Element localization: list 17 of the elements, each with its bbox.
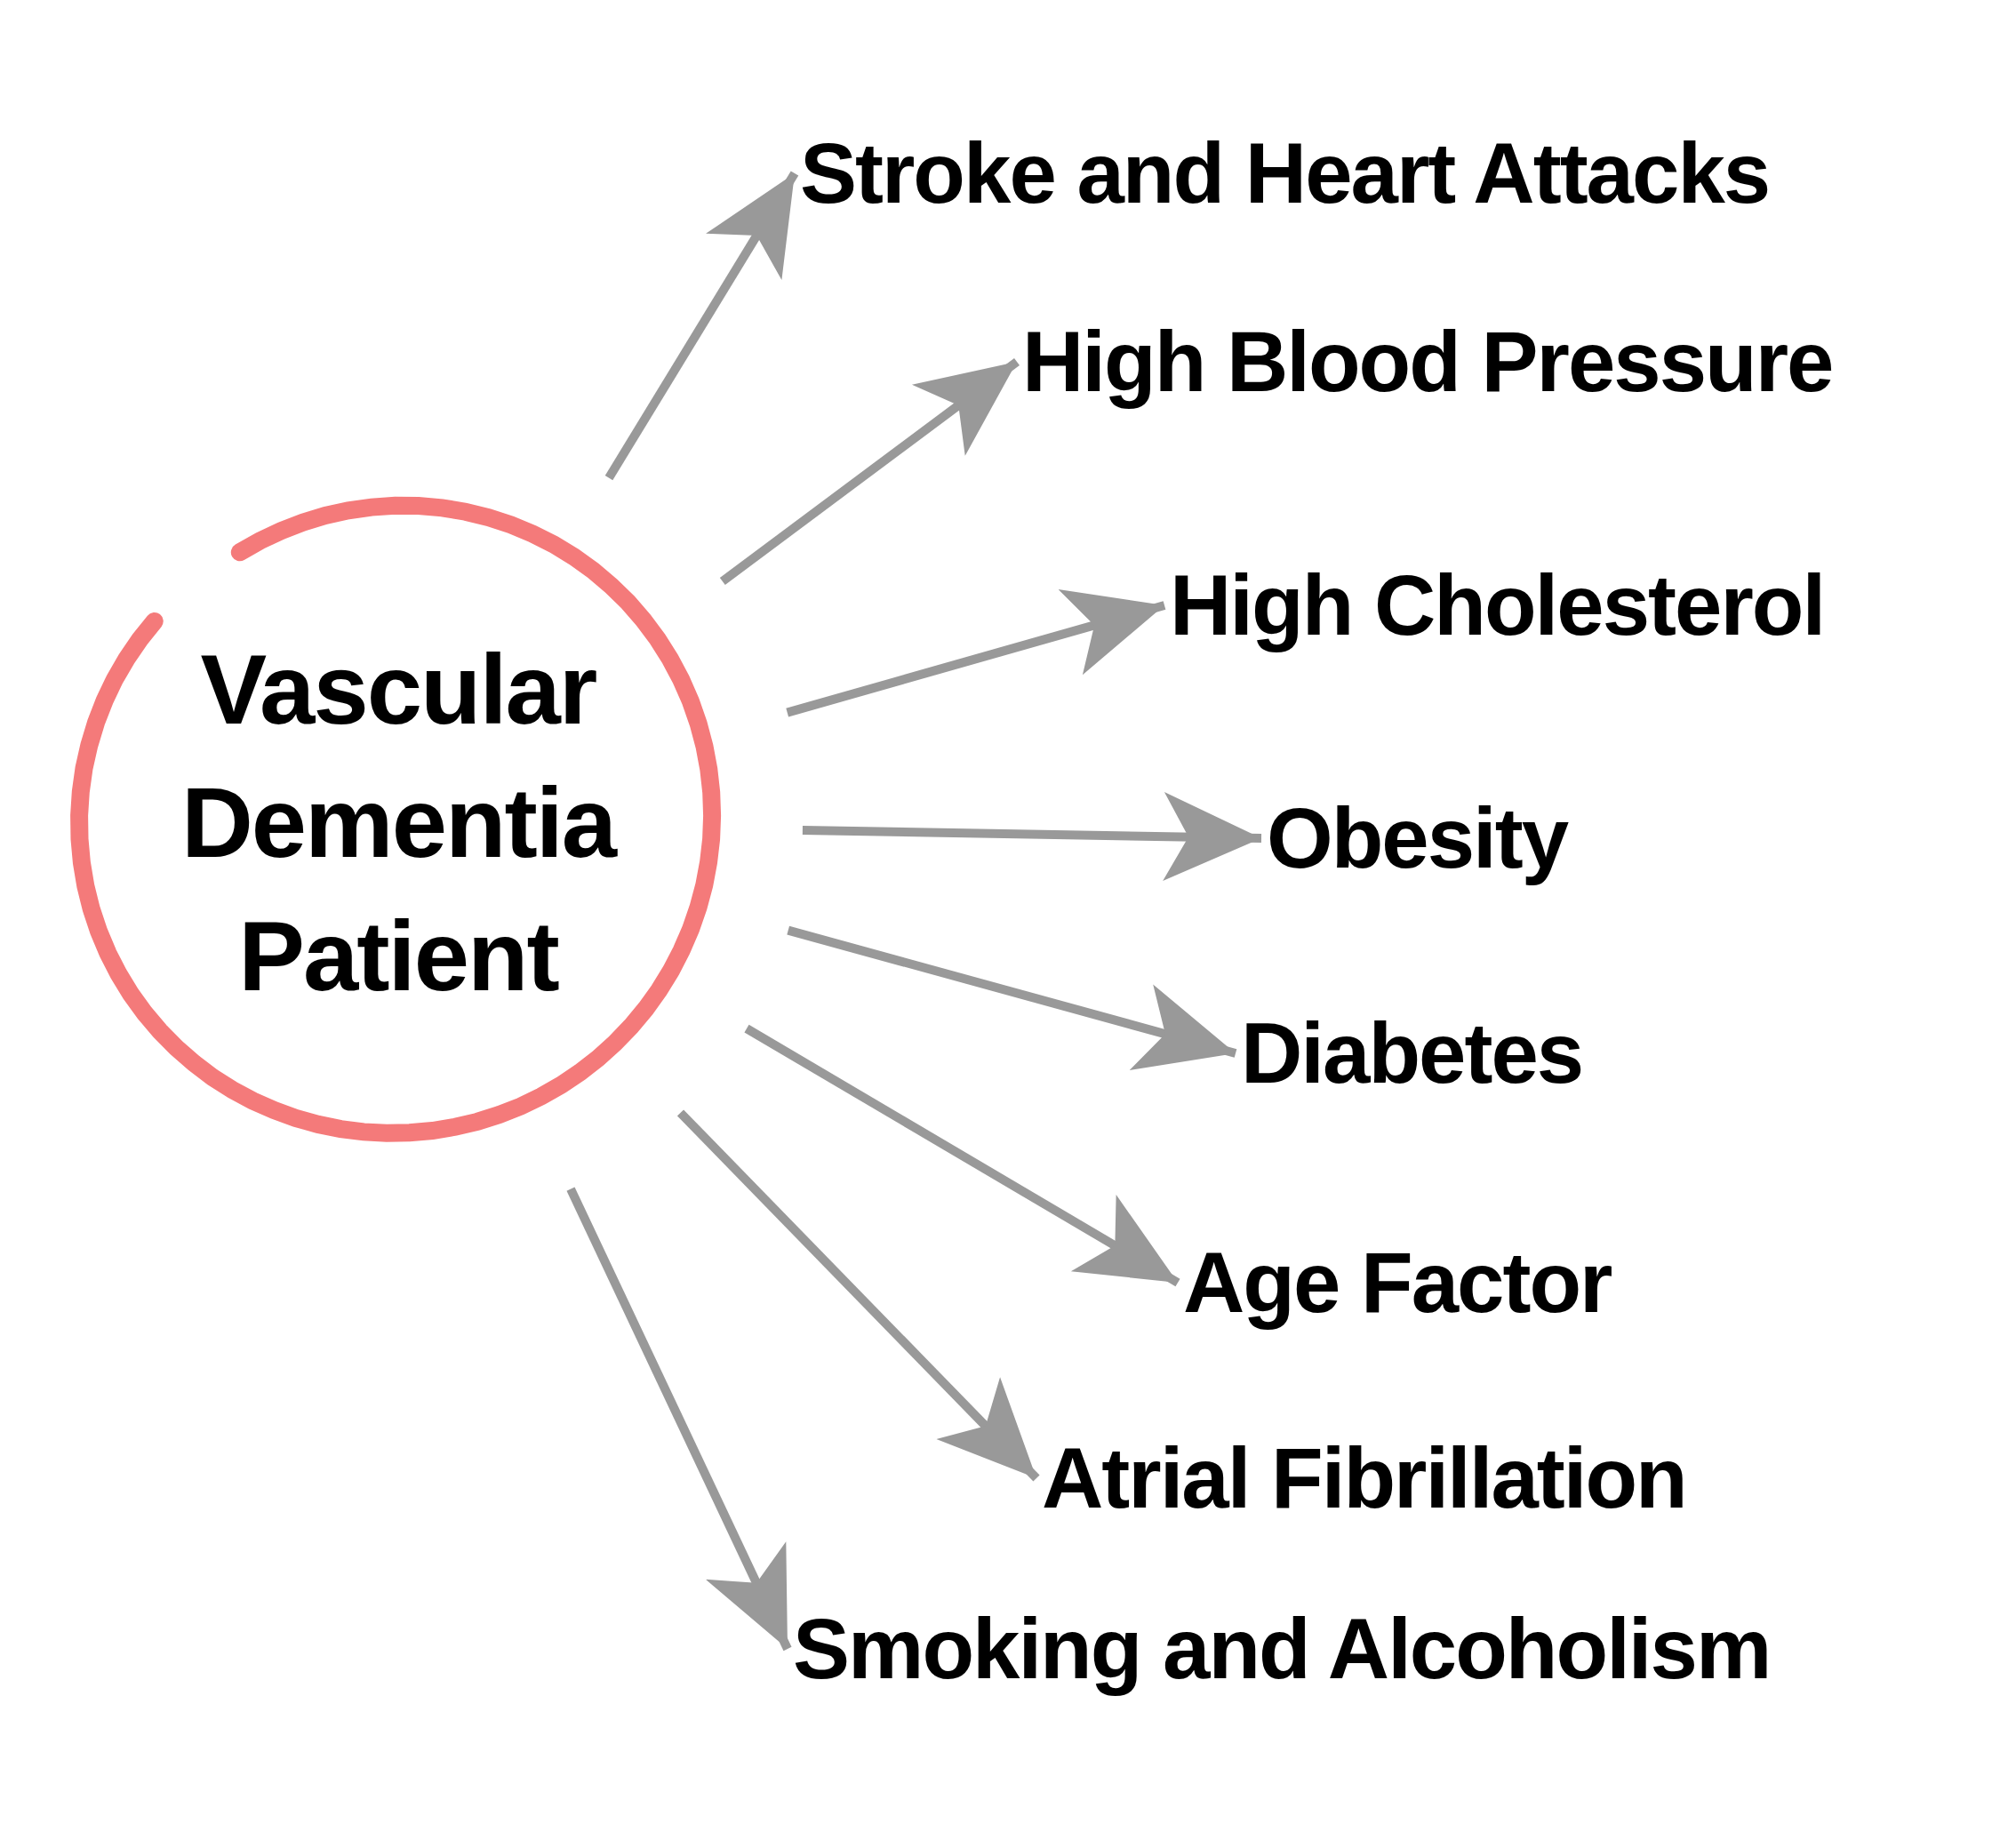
risk-factor-label: Diabetes — [1241, 1004, 1583, 1102]
arrow — [566, 1187, 792, 1652]
risk-factor-label: High Cholesterol — [1170, 556, 1825, 654]
arrow — [802, 792, 1262, 882]
risk-factor-label: High Blood Pressure — [1022, 313, 1833, 411]
arrow — [719, 358, 1020, 585]
risk-factor-label: Stroke and Heart Attacks — [800, 124, 1770, 222]
arrow — [604, 171, 799, 481]
risk-factor-label: Age Factor — [1183, 1234, 1612, 1332]
center-label: Vascular Dementia Patient — [180, 633, 616, 1013]
arrow — [787, 925, 1237, 1071]
arrow — [744, 1024, 1180, 1287]
risk-factor-label: Obesity — [1267, 789, 1568, 887]
arrow — [786, 589, 1166, 717]
risk-factor-label: Smoking and Alcoholism — [793, 1600, 1771, 1698]
risk-factor-label: Atrial Fibrillation — [1042, 1429, 1686, 1527]
arrow — [676, 1109, 1040, 1482]
